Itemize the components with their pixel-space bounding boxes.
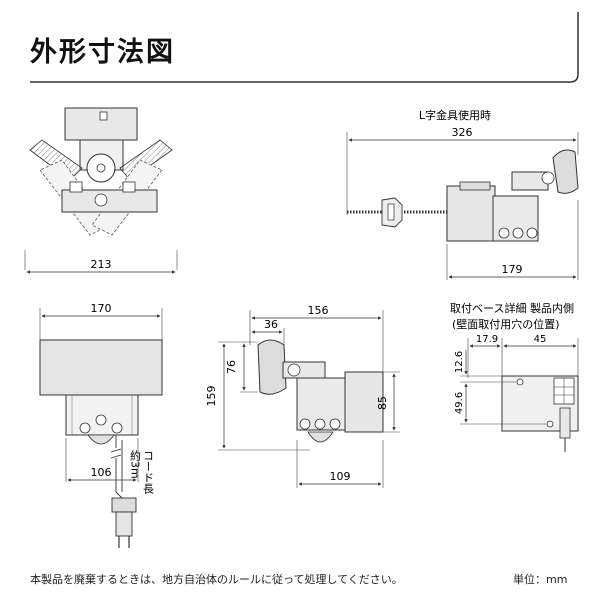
front-width-dim: 170: [91, 302, 112, 315]
base-dim-top: 12.6: [454, 351, 465, 373]
base-detail-caption-1: 取付ベース詳細 製品内側: [450, 301, 574, 315]
unit-label: 単位：mm: [513, 573, 568, 586]
side-view: 156 36 76 159 85 109: [205, 304, 400, 488]
side-body-height-dim: 85: [376, 396, 389, 410]
base-detail-view: 取付ベース詳細 製品内側 (壁面取付用穴の位置) 17.9 45 12.6 49…: [450, 301, 579, 452]
side-head-height-dim: 76: [225, 360, 238, 374]
front-bottom-dim: 106: [91, 466, 112, 479]
l-base-dim: 179: [502, 263, 523, 276]
cord-length-value: 約3m: [129, 449, 142, 479]
side-offset-dim: 36: [264, 318, 278, 331]
page-title: 外形寸法図: [30, 37, 175, 68]
front-view: 170 コード長 約3m 106: [39, 302, 163, 548]
cord-length-label: コード長: [142, 450, 155, 495]
header-rule: [30, 72, 579, 83]
l-total-dim: 326: [452, 126, 473, 139]
base-detail-caption-2: (壁面取付用穴の位置): [452, 317, 560, 331]
side-width-dim: 156: [308, 304, 329, 317]
base-dim-vertical: 49.6: [454, 392, 465, 414]
base-dim-left: 17.9: [476, 334, 498, 345]
top-width-dim: 213: [91, 258, 112, 271]
l-bracket-caption: L字金具使用時: [419, 108, 491, 122]
side-bottom-dim: 109: [330, 470, 351, 483]
side-total-height-dim: 159: [205, 386, 218, 407]
top-view: 213: [24, 107, 178, 274]
header-right-tab: [577, 12, 579, 72]
base-dim-right: 45: [534, 334, 547, 345]
l-bracket-view: L字金具使用時 326 179: [346, 108, 579, 280]
disposal-note: 本製品を廃棄するときは、地方自治体のルールに従って処理してください。: [30, 573, 403, 586]
